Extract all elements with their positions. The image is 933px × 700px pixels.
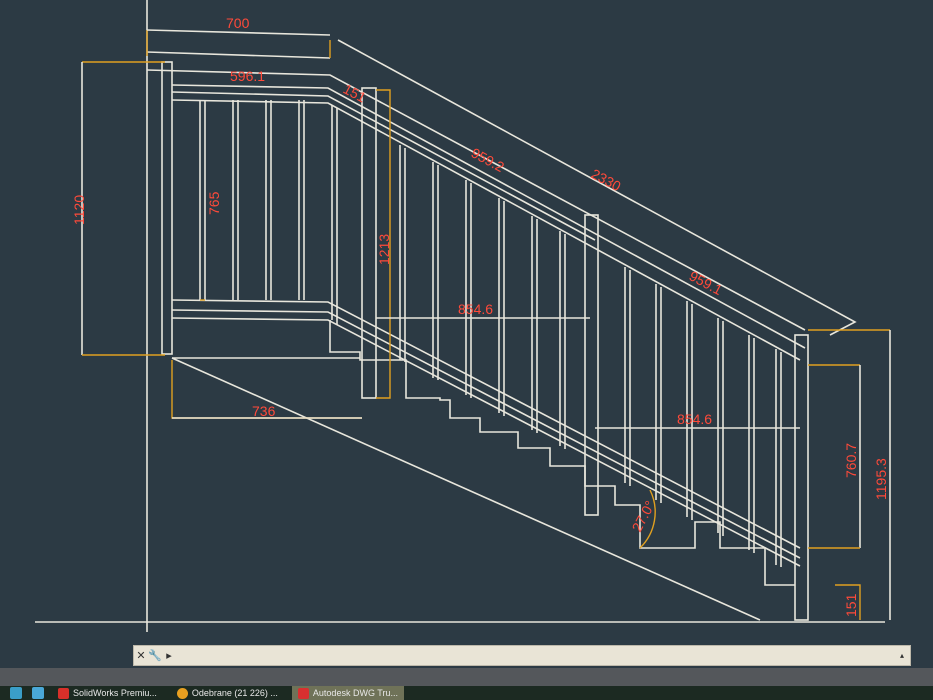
dim-inner-width-upper: 854.6 <box>458 301 493 317</box>
dim-post-height: 1213 <box>376 234 392 265</box>
dim-total-height-left: 1120 <box>71 195 87 225</box>
post-1 <box>161 61 173 355</box>
taskbar-app-label: SolidWorks Premiu... <box>73 688 157 698</box>
post-3 <box>584 214 599 516</box>
status-bar <box>0 668 933 686</box>
taskbar: SolidWorks Premiu... Odebrane (21 226) .… <box>0 686 933 700</box>
dim-top-width: 700 <box>226 15 250 31</box>
stair-railing-geometry <box>35 0 891 632</box>
post-4 <box>794 334 809 621</box>
stair-steps <box>329 320 795 586</box>
command-line: ✕ 🔧 ▸ ▴ <box>133 645 911 666</box>
balusters-stair <box>399 145 782 567</box>
bottom-rail-2 <box>171 309 801 559</box>
chrome-icon <box>176 687 188 699</box>
handrail-lower <box>146 69 806 331</box>
bottom-rail <box>171 299 801 549</box>
dim-baluster-height: 765 <box>206 191 222 215</box>
command-prompt-icon: ▸ <box>166 650 172 662</box>
post-2 <box>361 87 377 399</box>
solidworks-icon <box>58 687 69 699</box>
dim-handrail-length: 2330 <box>589 166 624 195</box>
stringer <box>171 357 761 621</box>
dim-landing-width: 736 <box>252 403 276 419</box>
taskbar-app-dwg-trueview[interactable]: Autodesk DWG Tru... <box>291 686 404 700</box>
command-input[interactable] <box>176 646 900 665</box>
dim-stair-angle: 27.0° <box>629 498 659 535</box>
dim-rail-offset: 151 <box>341 81 369 106</box>
top-rail <box>146 51 331 59</box>
rail-4 <box>171 99 801 361</box>
taskbar-app-label: Odebrane (21 226) ... <box>191 688 278 698</box>
close-icon[interactable]: ✕ <box>136 650 146 662</box>
taskbar-app-solidworks[interactable]: SolidWorks Premiu... <box>52 686 163 700</box>
dim-right-total-height: 1195.3 <box>873 458 889 500</box>
dimension-lines <box>81 29 891 620</box>
dim-bottom-offset: 151 <box>843 593 859 617</box>
command-history-arrow[interactable]: ▴ <box>900 651 905 660</box>
rail-3 <box>171 91 596 241</box>
mail-icon[interactable] <box>32 687 44 699</box>
wrench-icon[interactable]: 🔧 <box>148 650 162 662</box>
rail-2 <box>171 84 806 349</box>
dim-rail-segment-upper: 959.2 <box>469 145 508 176</box>
dim-upper-rail-width: 596.1 <box>230 68 265 84</box>
taskbar-app-label: Autodesk DWG Tru... <box>312 688 398 698</box>
dim-right-infill-height: 760.7 <box>843 443 859 478</box>
dimension-labels: 700 596.1 151 1120 765 1213 959.2 2330 9… <box>71 15 889 617</box>
taskbar-app-chrome[interactable]: Odebrane (21 226) ... <box>171 686 284 700</box>
bottom-rail-3 <box>171 317 801 567</box>
handrail-top <box>337 39 857 336</box>
dim-inner-width-lower: 854.6 <box>677 411 712 427</box>
dwg-trueview-icon <box>297 687 309 699</box>
balusters-landing <box>199 100 338 325</box>
store-icon[interactable] <box>10 687 22 699</box>
